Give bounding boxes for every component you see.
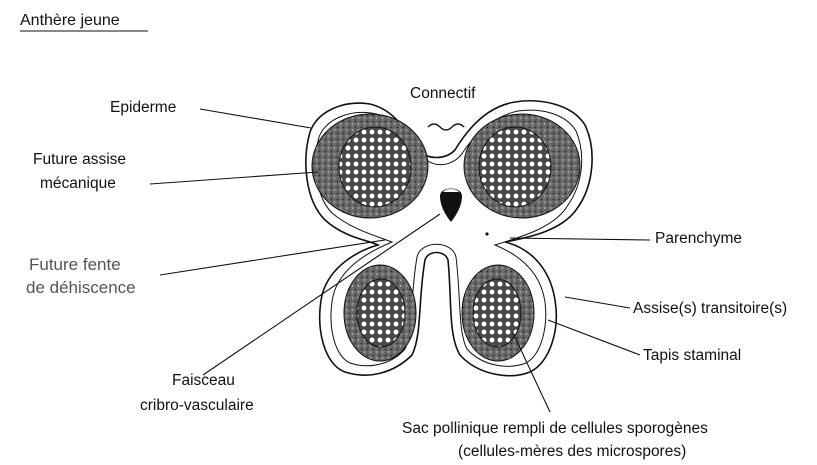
label-epiderme: Epiderme xyxy=(110,99,176,116)
parenchyma-dot xyxy=(485,232,488,235)
lobe-lower-right xyxy=(462,265,534,361)
label-parenchyme: Parenchyme xyxy=(655,230,742,247)
label-sac-2: (cellules-mères des microspores) xyxy=(458,443,686,460)
label-assise-transitoire: Assise(s) transitoire(s) xyxy=(633,300,787,317)
leader-tapis xyxy=(548,320,640,355)
label-tapis: Tapis staminal xyxy=(643,347,741,364)
leader-parenchyme xyxy=(510,238,650,240)
label-faisceau-2: cribro-vasculaire xyxy=(140,397,254,414)
label-future-assise-1: Future assise xyxy=(33,151,126,168)
diagram-title: Anthère jeune xyxy=(20,12,120,29)
lobe-upper-right xyxy=(464,114,580,218)
label-sac-1: Sac pollinique rempli de cellules sporog… xyxy=(402,420,708,437)
label-future-assise-2: mécanique xyxy=(40,175,116,192)
label-faisceau-1: Faisceau xyxy=(172,372,235,389)
lobe-lower-left xyxy=(344,265,416,361)
label-connectif: Connectif xyxy=(410,85,476,102)
leader-assise-transitoire xyxy=(565,297,630,308)
connective-wave xyxy=(428,124,464,130)
lobe-upper-left xyxy=(312,114,428,218)
label-future-fente-1: Future fente xyxy=(29,255,121,274)
leader-future-assise xyxy=(150,172,318,184)
label-future-fente-2: de déhiscence xyxy=(26,278,136,297)
leader-epiderme xyxy=(200,109,311,128)
